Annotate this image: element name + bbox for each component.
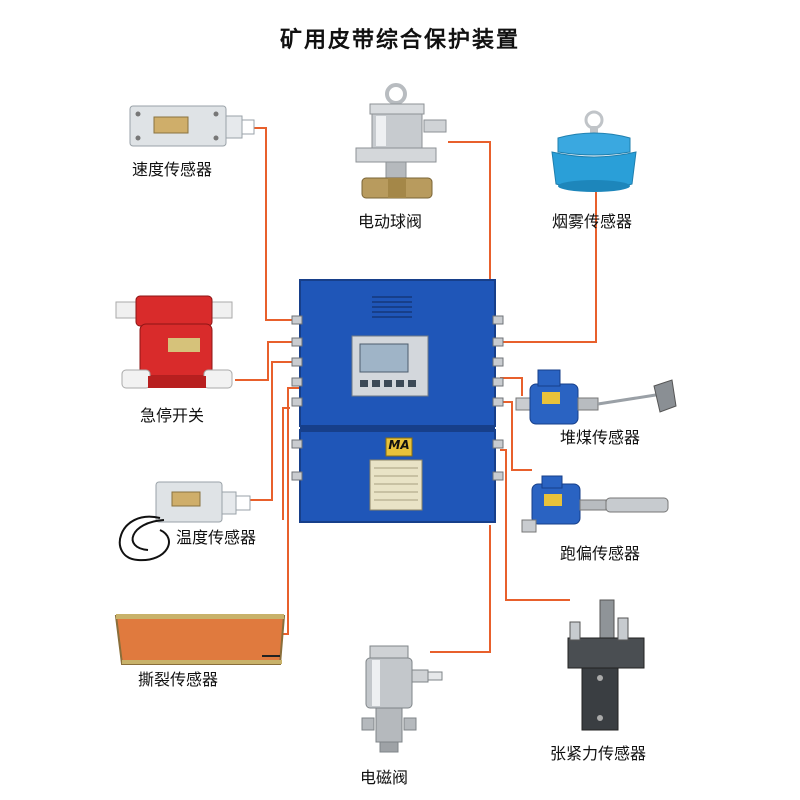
tear-sensor-label: 撕裂传感器 bbox=[138, 670, 219, 689]
wire-coal-pile-sensor bbox=[500, 377, 523, 396]
solenoid-valve-label: 电磁阀 bbox=[360, 768, 409, 787]
diagram-title: 矿用皮带综合保护装置 bbox=[279, 27, 520, 53]
wire-tear-sensor bbox=[280, 387, 300, 635]
smoke-sensor-device bbox=[544, 108, 644, 202]
speed-sensor-icon bbox=[129, 105, 255, 147]
temperature-sensor-label: 温度传感器 bbox=[176, 528, 257, 547]
tension-sensor-icon bbox=[567, 599, 645, 731]
motor-ball-valve-device bbox=[350, 80, 450, 206]
emergency-stop-device bbox=[112, 290, 242, 404]
smoke-sensor-label: 烟雾传感器 bbox=[552, 212, 633, 231]
deviation-sensor-label: 跑偏传感器 bbox=[560, 544, 641, 563]
emergency-stop-label: 急停开关 bbox=[140, 406, 205, 425]
tension-sensor-device bbox=[560, 598, 650, 738]
coal-pile-sensor-device bbox=[512, 364, 692, 432]
speed-sensor-device bbox=[128, 100, 258, 158]
wire-side-cable bbox=[282, 407, 290, 520]
deviation-sensor-icon bbox=[521, 475, 669, 533]
tear-sensor-device bbox=[112, 612, 288, 672]
controller-ma-mark: MA bbox=[388, 438, 410, 452]
wire-emergency-stop bbox=[235, 341, 300, 381]
wire-speed-sensor bbox=[250, 127, 300, 321]
deviation-sensor-device bbox=[520, 474, 680, 542]
tension-sensor-label: 张紧力传感器 bbox=[550, 744, 647, 763]
coal-pile-sensor-icon bbox=[515, 369, 677, 425]
wire-temperature-sensor bbox=[250, 361, 300, 501]
wire-smoke-sensor bbox=[500, 192, 597, 343]
solenoid-valve-device bbox=[356, 642, 446, 758]
tear-sensor-icon bbox=[114, 614, 286, 665]
solenoid-valve-icon bbox=[361, 645, 443, 753]
controller-cabinet bbox=[290, 278, 505, 532]
motor-ball-valve-label: 电动球阀 bbox=[358, 212, 423, 231]
coal-pile-sensor-label: 堆煤传感器 bbox=[560, 428, 641, 447]
motor-ball-valve-icon bbox=[355, 83, 447, 199]
temperature-sensor-icon bbox=[118, 481, 251, 562]
wire-tension-sensor bbox=[500, 449, 570, 601]
controller-cabinet-body bbox=[291, 279, 504, 523]
temperature-sensor-device bbox=[108, 478, 258, 572]
smoke-sensor-icon bbox=[551, 110, 637, 192]
speed-sensor-label: 速度传感器 bbox=[132, 160, 213, 179]
wire-deviation-sensor bbox=[500, 401, 532, 471]
emergency-stop-icon bbox=[115, 295, 233, 389]
wire-solenoid-valve bbox=[430, 525, 491, 653]
